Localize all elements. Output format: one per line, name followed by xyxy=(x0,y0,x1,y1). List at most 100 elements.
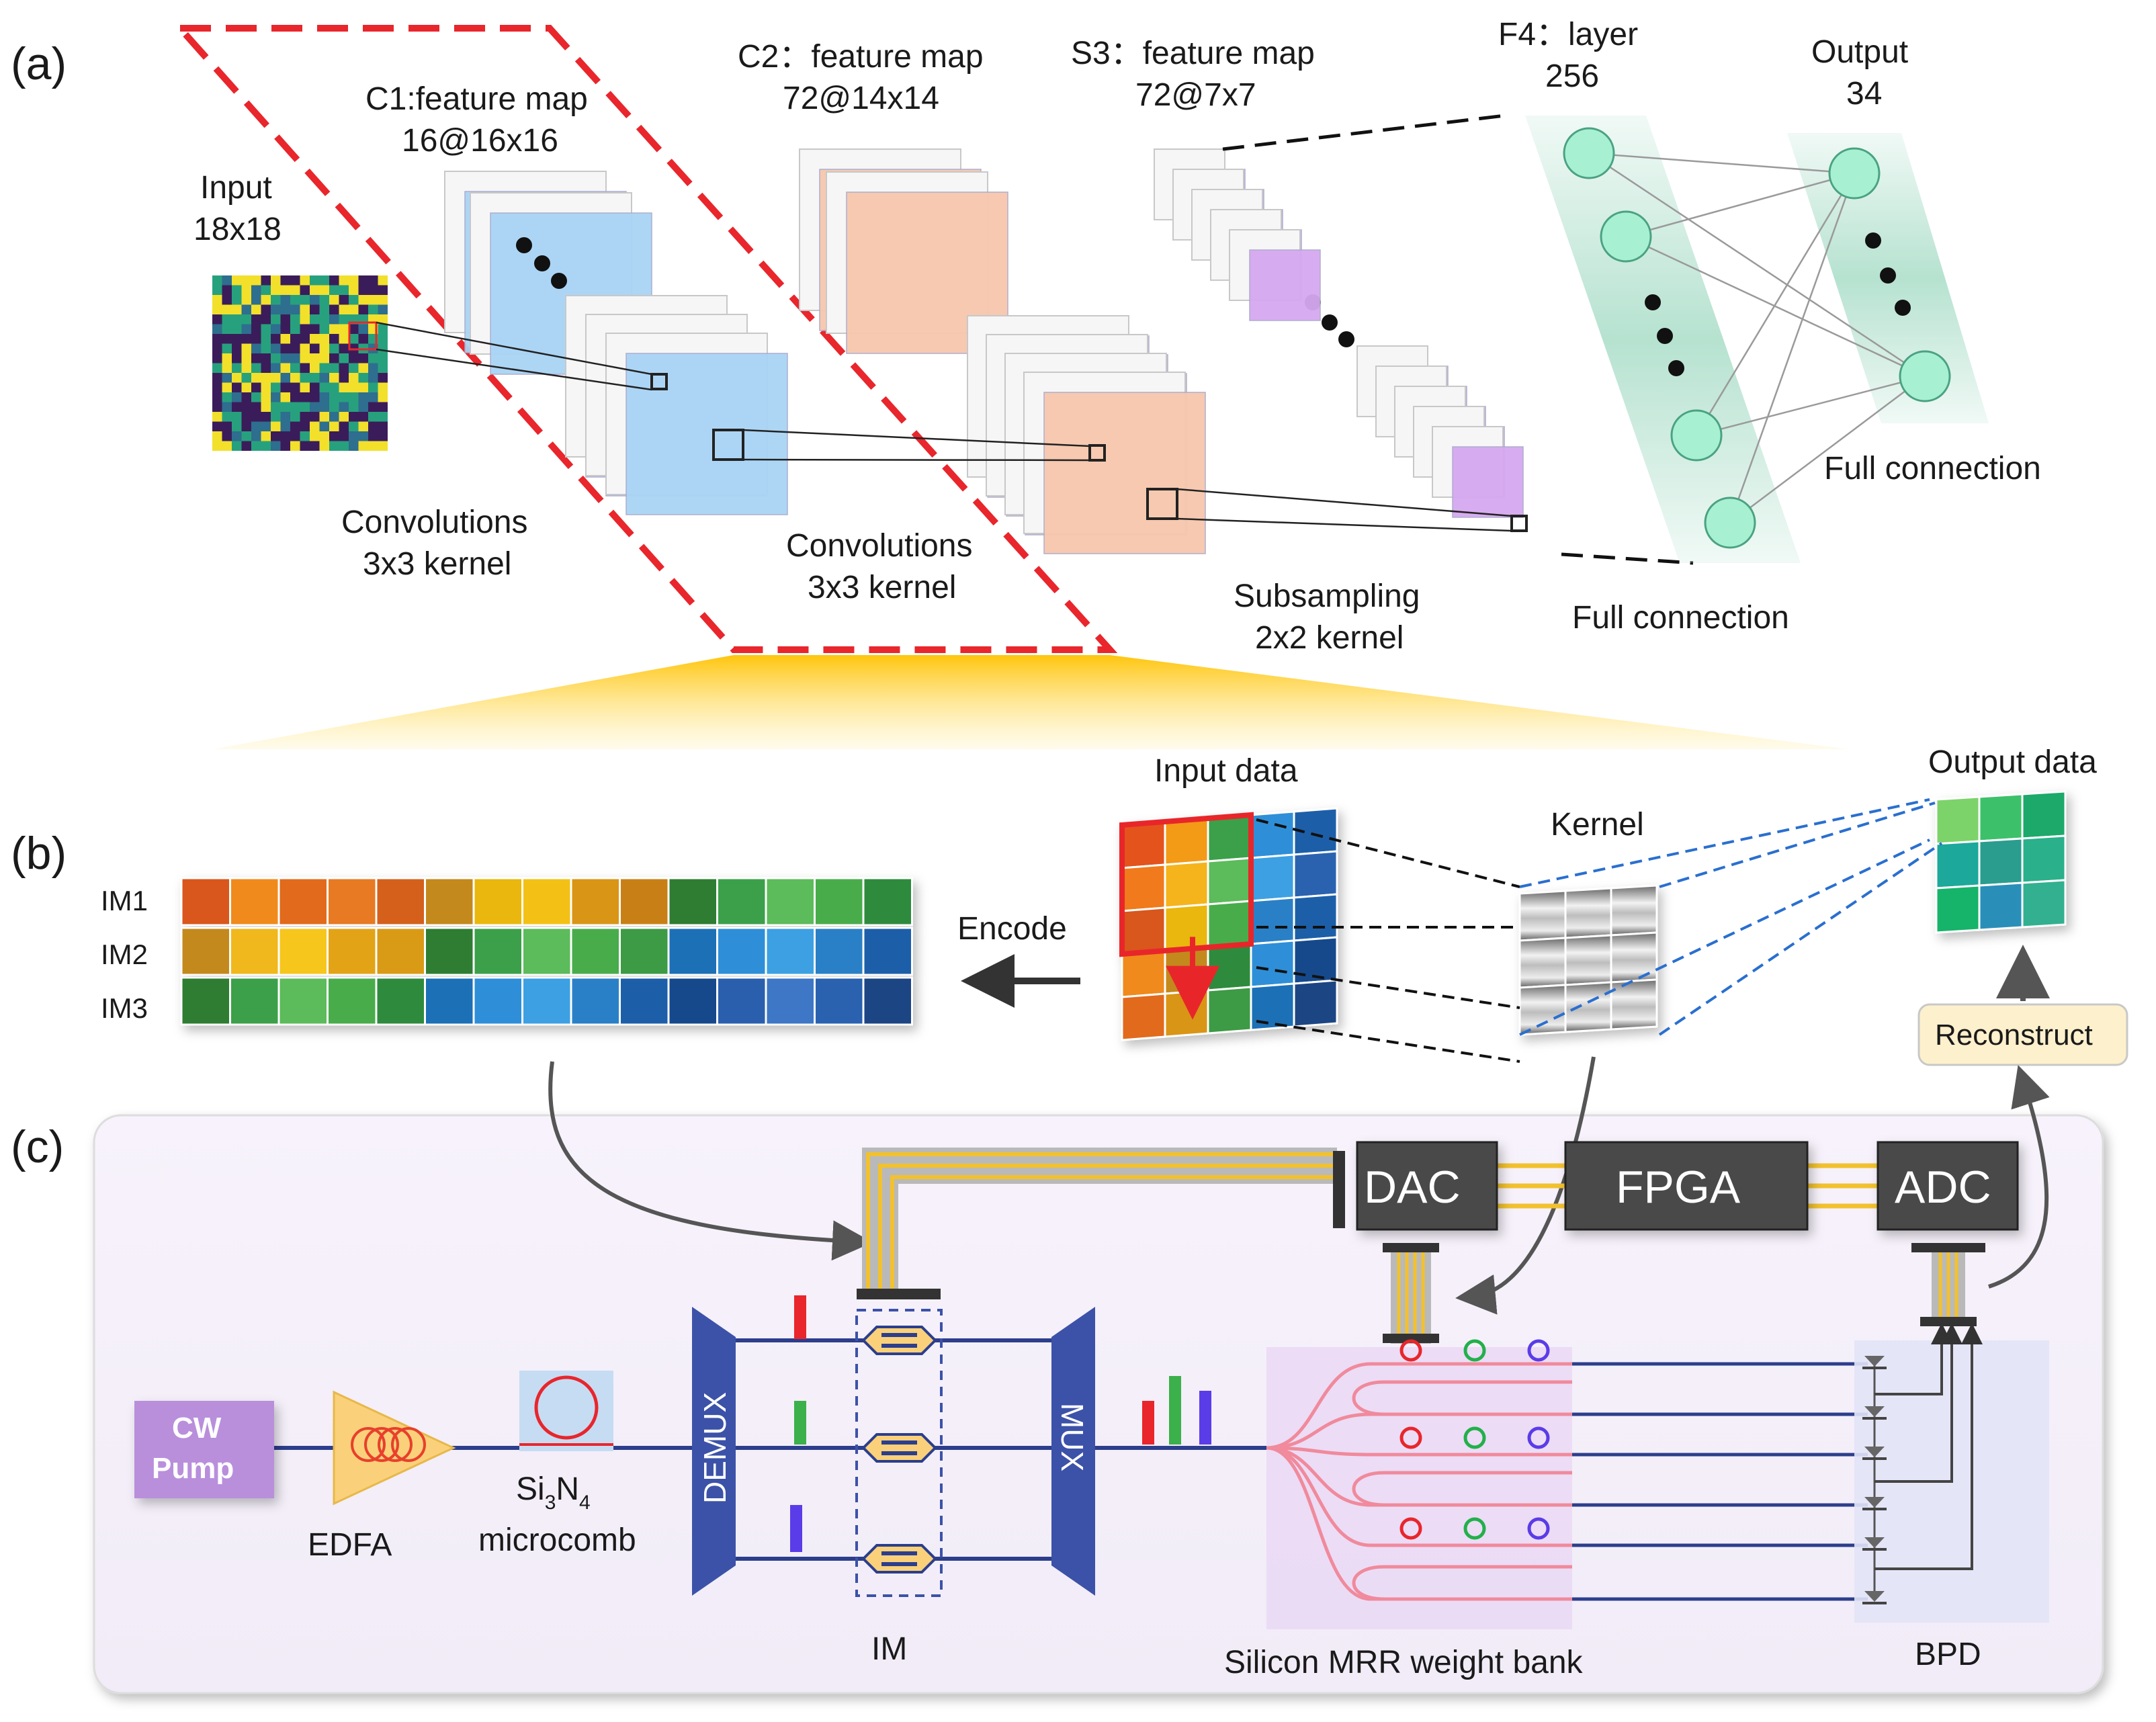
input-data-cell xyxy=(1121,906,1166,955)
encoded-cell xyxy=(327,976,378,1026)
input-pixel xyxy=(251,343,261,353)
input-pixel xyxy=(319,353,329,363)
input-pixel xyxy=(358,402,368,412)
s3-size: 72@7x7 xyxy=(1135,77,1256,113)
full-connection-label-2: Full connection xyxy=(1572,600,1789,636)
input-pixel xyxy=(319,392,329,402)
input-pixel xyxy=(212,285,222,295)
demux-block xyxy=(692,1307,736,1596)
output-data-cell xyxy=(1978,837,2024,887)
input-pixel xyxy=(319,314,329,325)
input-pixel xyxy=(349,334,359,344)
input-label: Input xyxy=(200,170,272,206)
input-pixel xyxy=(290,334,300,344)
bpd-detectors xyxy=(1862,1323,1983,1604)
feature-map xyxy=(1452,446,1524,518)
input-pixel xyxy=(232,343,242,353)
input-pixel xyxy=(378,324,388,334)
weight-bank-label: Silicon MRR weight bank xyxy=(1224,1645,1584,1680)
input-pixel xyxy=(290,324,300,334)
input-pixel xyxy=(310,441,320,451)
input-pixel xyxy=(339,382,349,392)
photodiode-icon xyxy=(1864,1447,1885,1457)
input-pixel xyxy=(339,343,349,353)
encoded-cell xyxy=(765,877,816,927)
input-pixel xyxy=(339,304,349,314)
input-pixel xyxy=(251,314,261,325)
input-pixel xyxy=(212,353,222,363)
input-pixel xyxy=(232,441,242,451)
encoded-cell xyxy=(667,877,718,927)
cable-connector-adc xyxy=(1911,1243,1985,1252)
input-pixel xyxy=(339,314,349,325)
fc-edge xyxy=(1588,152,1926,378)
input-pixel xyxy=(271,412,281,422)
input-data-cell xyxy=(1121,820,1166,869)
input-pixel xyxy=(319,363,329,373)
output-data-cell xyxy=(2021,879,2067,929)
input-pixel xyxy=(212,343,222,353)
input-pixel xyxy=(222,334,232,344)
input-pixel xyxy=(349,382,359,392)
input-pixel xyxy=(280,421,290,431)
mrr-weight-bank-chip xyxy=(1266,1347,1572,1629)
encoded-cell xyxy=(472,927,523,976)
input-image xyxy=(212,275,388,451)
encoded-cell xyxy=(424,877,475,927)
subsampling-label-line1: Subsampling xyxy=(1234,578,1420,614)
input-pixel xyxy=(300,295,310,305)
input-pixel xyxy=(261,275,271,286)
input-pixel xyxy=(329,421,339,431)
input-pixel xyxy=(329,402,339,412)
input-pixel xyxy=(310,314,320,325)
input-pixel xyxy=(241,314,251,325)
input-pixel xyxy=(271,285,281,295)
input-pixel xyxy=(358,285,368,295)
dac-label: DAC xyxy=(1364,1162,1461,1213)
input-pixel xyxy=(222,431,232,441)
input-pixel xyxy=(271,421,281,431)
photodiode-icon xyxy=(1864,1497,1885,1508)
input-pixel xyxy=(261,324,271,334)
input-pixel xyxy=(251,334,261,344)
input-pixel xyxy=(290,304,300,314)
input-pixel xyxy=(261,304,271,314)
input-pixel xyxy=(300,441,310,451)
input-pixel xyxy=(232,431,242,441)
feature-map xyxy=(1249,249,1321,321)
photodiode-icon xyxy=(1864,1537,1885,1548)
encoded-cell xyxy=(862,976,913,1026)
neuron xyxy=(1828,147,1881,200)
input-pixel xyxy=(251,392,261,402)
input-pixel xyxy=(310,304,320,314)
input-pixel xyxy=(319,402,329,412)
input-pixel xyxy=(290,314,300,325)
input-pixel xyxy=(271,441,281,451)
input-pixel xyxy=(280,441,290,451)
input-pixel xyxy=(339,334,349,344)
input-pixel xyxy=(251,275,261,286)
c2-label: C2：feature map xyxy=(738,39,984,75)
input-pixel xyxy=(232,295,242,305)
input-pixel xyxy=(378,402,388,412)
kernel-cell xyxy=(1518,937,1567,989)
input-data-cell xyxy=(1164,946,1209,995)
input-pixel xyxy=(349,285,359,295)
input-pixel xyxy=(290,412,300,422)
input-data-cell xyxy=(1250,939,1295,988)
input-pixel xyxy=(222,421,232,431)
pump-label-line2: Pump xyxy=(152,1452,234,1485)
neuron xyxy=(1563,127,1615,179)
encoded-cell xyxy=(472,877,523,927)
input-pixel xyxy=(300,285,310,295)
input-pixel xyxy=(212,334,222,344)
input-pixel xyxy=(378,373,388,383)
input-pixel xyxy=(310,421,320,431)
dac-chip xyxy=(1356,1141,1498,1231)
input-pixel xyxy=(300,412,310,422)
input-pixel xyxy=(300,402,310,412)
input-pixel xyxy=(232,314,242,325)
input-pixel xyxy=(212,421,222,431)
input-pixel xyxy=(368,295,378,305)
conv1-label-line2: 3x3 kernel xyxy=(363,546,511,582)
